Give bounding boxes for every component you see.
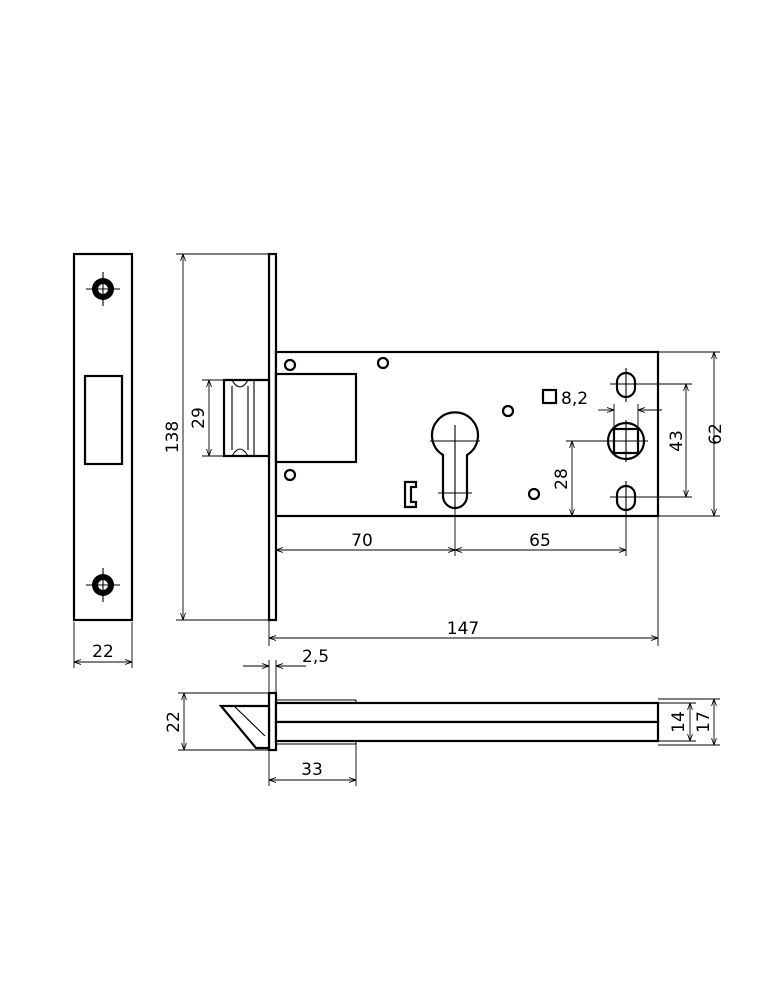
dim-case-thickness: 14 — [669, 711, 689, 733]
latch-bolt-inner — [274, 372, 358, 464]
dim-case-thickness-total: 17 — [694, 711, 714, 733]
dim-body-height: 62 — [706, 423, 726, 445]
latch-bolt-head — [222, 378, 271, 458]
latch-opening — [83, 374, 124, 466]
dim-faceplate-thickness: 2,5 — [302, 647, 329, 667]
dim-square-size: 8,2 — [561, 389, 588, 409]
dim-screw-spacing: 43 — [667, 430, 687, 452]
faceplate-screw-bottom — [86, 568, 120, 602]
case-hole — [283, 358, 297, 372]
dim-side-depth: 22 — [164, 711, 184, 733]
dim-height-total: 138 — [163, 421, 183, 453]
dim-faceplate-width: 22 — [92, 642, 114, 662]
case-hole — [501, 404, 515, 418]
dim-latch-height: 29 — [189, 407, 209, 429]
dim-total-length: 147 — [447, 619, 479, 639]
case-hole — [283, 468, 297, 482]
dim-backset: 70 — [351, 531, 373, 551]
lock-top-view: 2,5 22 33 14 17 — [164, 647, 720, 786]
tab-slot — [403, 480, 418, 509]
dim-spindle-offset: 28 — [552, 468, 572, 490]
dim-center-distance: 65 — [529, 531, 551, 551]
faceplate-screw-top — [86, 272, 120, 306]
case-hole — [376, 356, 390, 370]
slot-hole-top — [610, 368, 644, 402]
dim-latch-projection: 33 — [301, 760, 323, 780]
case-hole — [527, 487, 541, 501]
faceplate-front-view: 22 — [72, 252, 134, 668]
latch-bevel — [218, 704, 271, 750]
top-case-upper — [274, 701, 660, 724]
lock-side-view: 138 29 70 65 147 62 43 28 — [163, 252, 726, 646]
square-marker — [541, 388, 558, 405]
top-case-lower — [274, 720, 660, 743]
